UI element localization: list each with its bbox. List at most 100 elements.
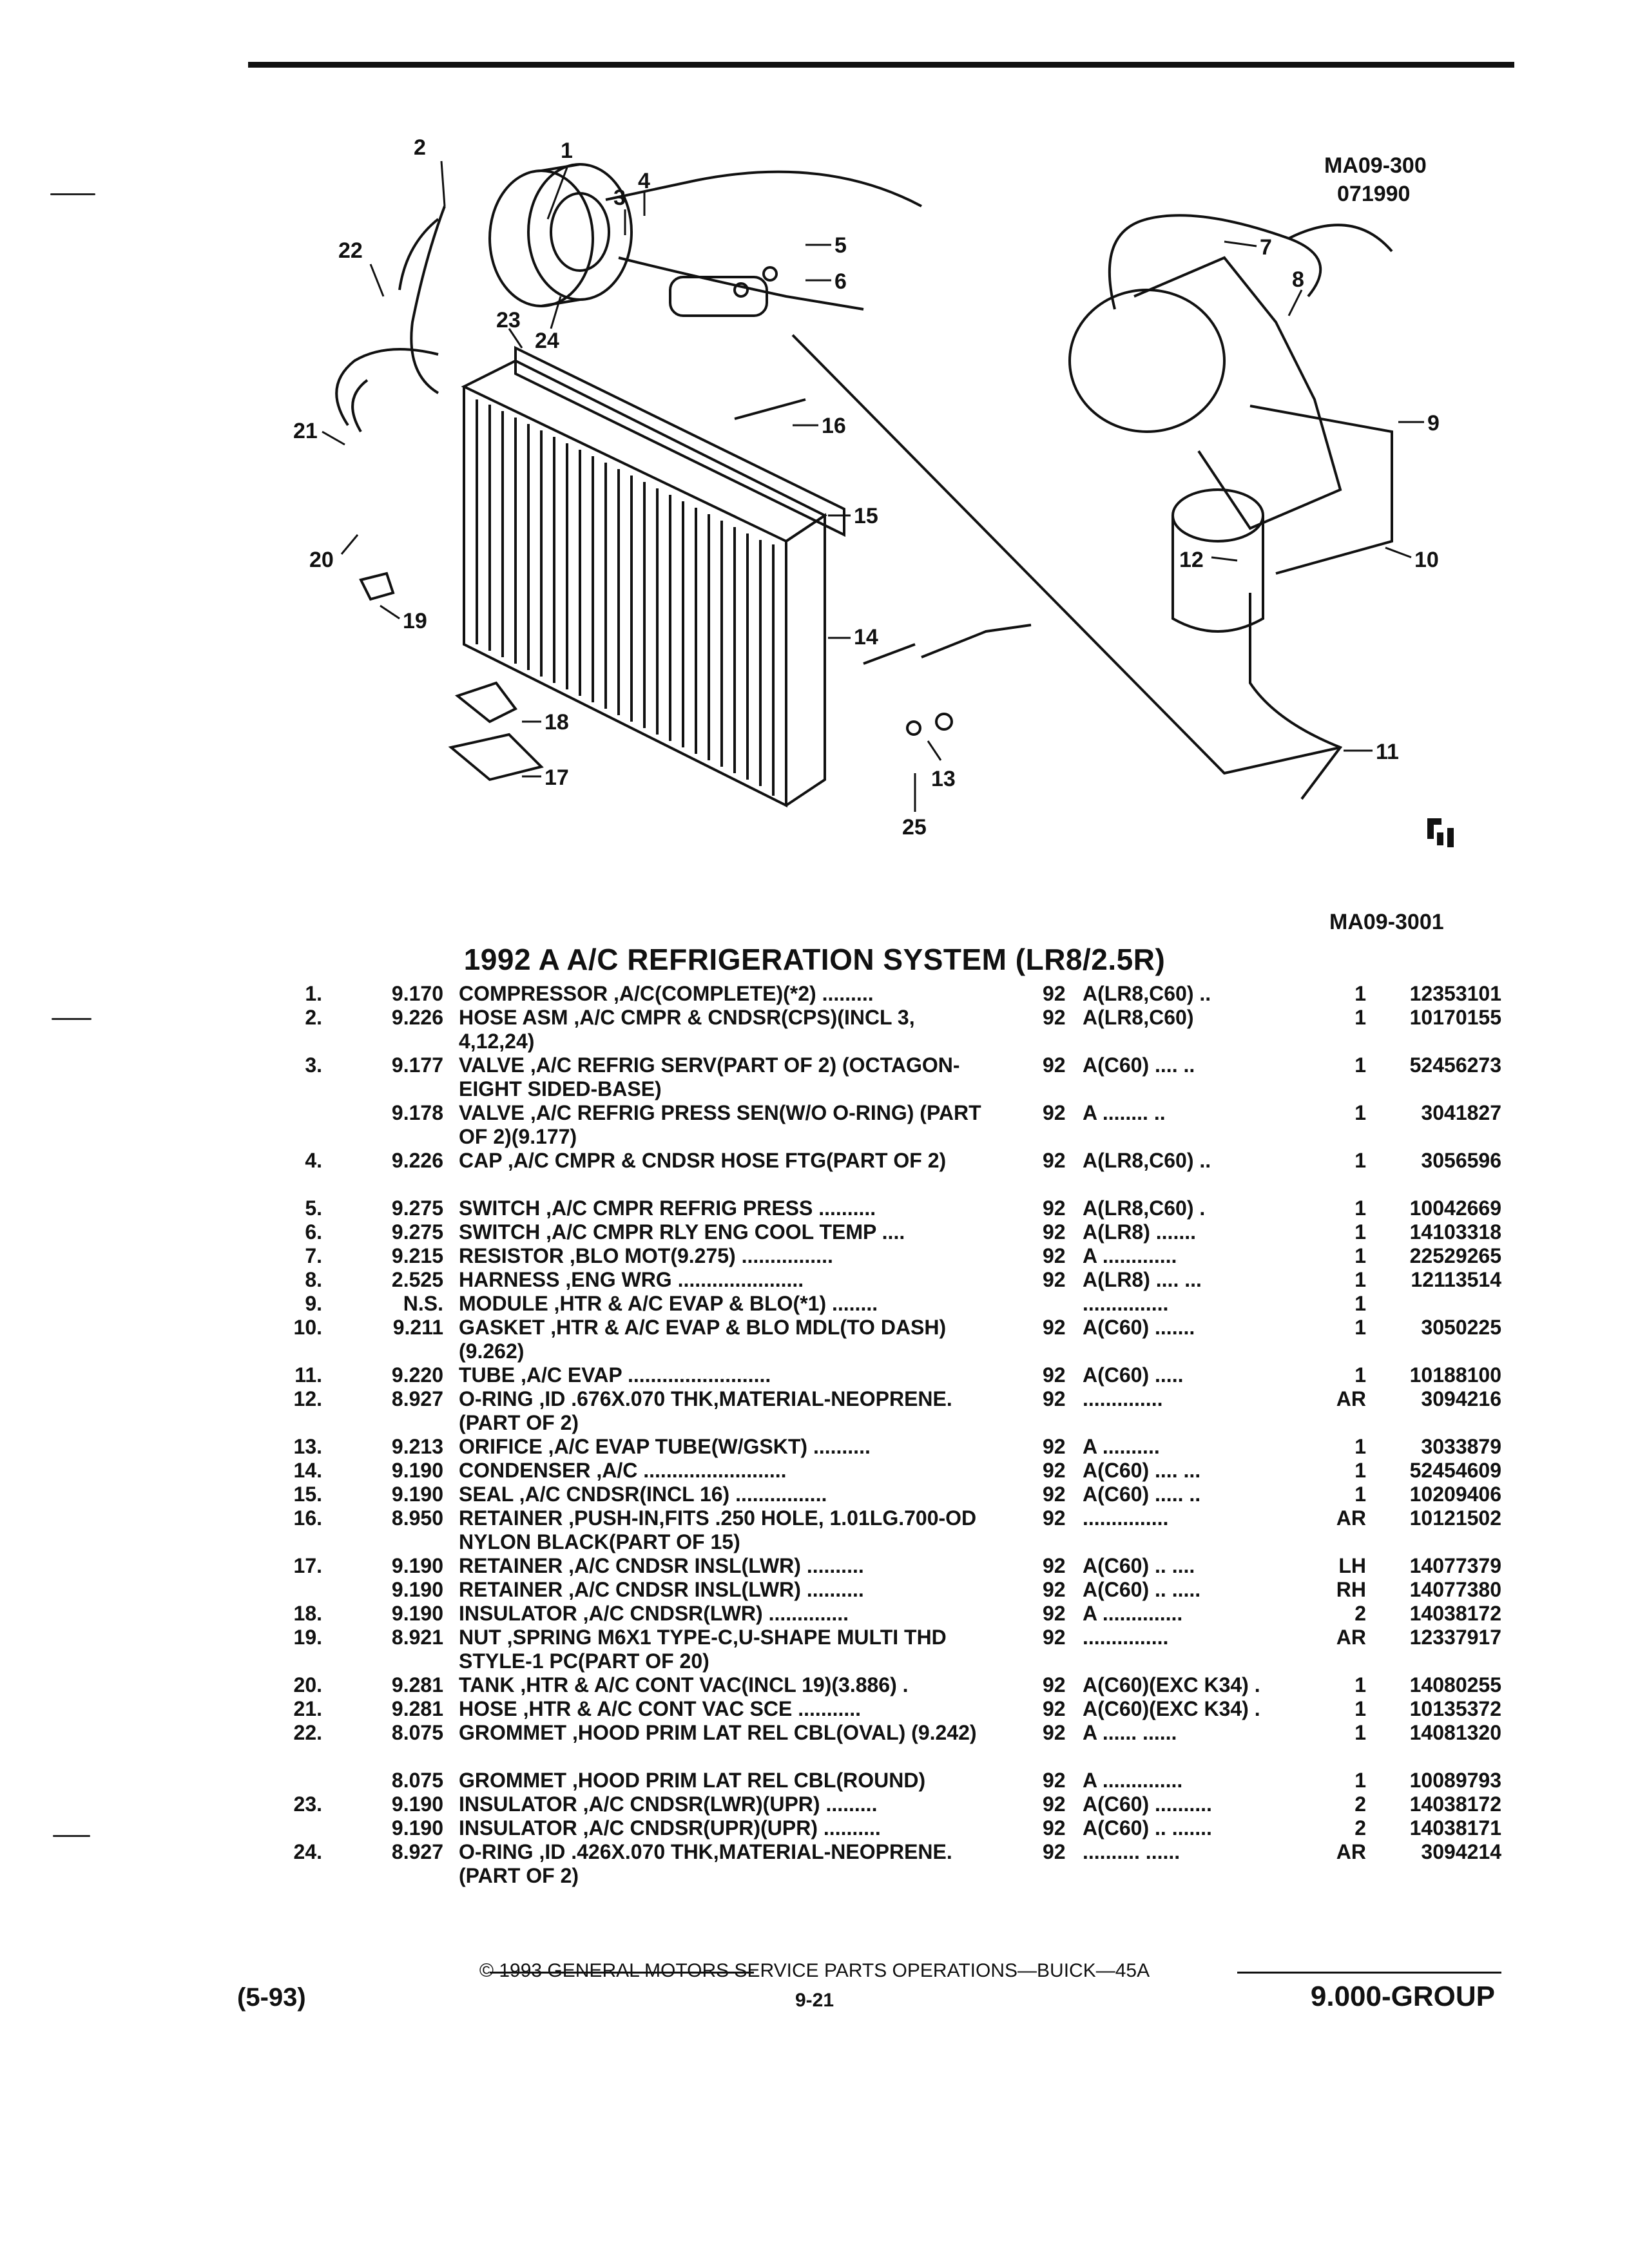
part-item-number: 6. <box>305 1220 322 1244</box>
part-group-number: 9.226 <box>391 1006 443 1029</box>
part-year: 92 <box>1043 1363 1066 1387</box>
part-model: A(LR8,C60) .. <box>1083 982 1211 1005</box>
callout-17: 17 <box>545 765 569 790</box>
part-description: TUBE ,A/C EVAP ......................... <box>459 1363 771 1387</box>
part-number: 12337917 <box>1409 1626 1501 1649</box>
part-quantity: 2 <box>1354 1602 1366 1625</box>
part-model: A ........ .. <box>1083 1101 1166 1124</box>
callout-9: 9 <box>1427 411 1440 436</box>
part-description: INSULATOR ,A/C CNDSR(LWR) .............. <box>459 1602 849 1625</box>
part-number: 14081320 <box>1409 1721 1501 1744</box>
part-description: RETAINER ,A/C CNDSR INSL(LWR) .......... <box>459 1554 864 1577</box>
part-group-number: 9.215 <box>391 1244 443 1267</box>
part-quantity: 1 <box>1354 1769 1366 1792</box>
part-description: SEAL ,A/C CNDSR(INCL 16) ...............… <box>459 1483 827 1506</box>
callout-2: 2 <box>414 135 426 160</box>
part-number: 3050225 <box>1421 1316 1501 1339</box>
part-number: 22529265 <box>1409 1244 1501 1267</box>
part-number: 52456273 <box>1409 1053 1501 1077</box>
part-quantity: 1 <box>1354 1220 1366 1244</box>
part-group-number: N.S. <box>403 1292 443 1315</box>
part-quantity: 1 <box>1354 1483 1366 1506</box>
part-description: RETAINER ,PUSH-IN,FITS .250 HOLE, 1.01LG… <box>459 1506 977 1553</box>
callout-7: 7 <box>1260 235 1272 260</box>
part-year: 92 <box>1043 1149 1066 1172</box>
part-year: 92 <box>1043 1626 1066 1649</box>
callout-3: 3 <box>613 186 626 210</box>
part-quantity: 2 <box>1354 1792 1366 1816</box>
part-model: A .............. <box>1083 1769 1183 1792</box>
part-description: O-RING ,ID .676X.070 THK,MATERIAL-NEOPRE… <box>459 1387 952 1434</box>
part-description: O-RING ,ID .426X.070 THK,MATERIAL-NEOPRE… <box>459 1840 952 1887</box>
evaporator-module-drawing <box>1068 256 1393 633</box>
part-item-number: 8. <box>305 1268 322 1291</box>
callout-21: 21 <box>293 419 318 443</box>
part-year: 92 <box>1043 1053 1066 1077</box>
callout-15: 15 <box>854 504 878 528</box>
part-year: 92 <box>1043 982 1066 1005</box>
part-group-number: 8.921 <box>391 1626 443 1649</box>
part-quantity: 1 <box>1354 1435 1366 1458</box>
part-item-number: 5. <box>305 1196 322 1220</box>
part-description: GASKET ,HTR & A/C EVAP & BLO MDL(TO DASH… <box>459 1316 947 1363</box>
part-year: 92 <box>1043 1006 1066 1029</box>
part-description: NUT ,SPRING M6X1 TYPE-C,U-SHAPE MULTI TH… <box>459 1626 947 1673</box>
part-year: 92 <box>1043 1459 1066 1482</box>
part-year: 92 <box>1043 1673 1066 1696</box>
compressor-drawing <box>410 163 922 394</box>
part-year: 92 <box>1043 1578 1066 1601</box>
part-number: 14103318 <box>1409 1220 1501 1244</box>
part-number: 14077380 <box>1409 1578 1501 1601</box>
part-number: 10135372 <box>1409 1697 1501 1720</box>
part-number: 3056596 <box>1421 1149 1501 1172</box>
part-quantity: 1 <box>1354 1363 1366 1387</box>
part-number: 12353101 <box>1409 982 1501 1005</box>
part-year: 92 <box>1043 1697 1066 1720</box>
page-title: 1992 A A/C REFRIGERATION SYSTEM (LR8/2.5… <box>463 943 1166 976</box>
part-model: A(C60) .... ... <box>1083 1459 1201 1482</box>
part-quantity: 1 <box>1354 1697 1366 1720</box>
part-quantity: 1 <box>1354 1459 1366 1482</box>
harness-drawing <box>1108 214 1322 310</box>
part-description: VALVE ,A/C REFRIG PRESS SEN(W/O O-RING) … <box>459 1101 981 1148</box>
part-model: A(LR8,C60) .. <box>1083 1149 1211 1172</box>
part-quantity: 1 <box>1354 1053 1366 1077</box>
part-group-number: 9.178 <box>391 1101 443 1124</box>
part-item-number: 9. <box>305 1292 322 1315</box>
part-model: A(C60) .. .... <box>1083 1554 1195 1577</box>
part-year: 92 <box>1043 1316 1066 1339</box>
part-number: 3041827 <box>1421 1101 1501 1124</box>
part-number: 10042669 <box>1409 1196 1501 1220</box>
part-item-number: 15. <box>293 1483 322 1506</box>
part-group-number: 8.950 <box>391 1506 443 1530</box>
part-description: INSULATOR ,A/C CNDSR(UPR)(UPR) .........… <box>459 1816 881 1840</box>
part-group-number: 9.170 <box>391 982 443 1005</box>
part-description: MODULE ,HTR & A/C EVAP & BLO(*1) .......… <box>459 1292 878 1315</box>
part-quantity: 1 <box>1354 1721 1366 1744</box>
part-group-number: 8.075 <box>391 1721 443 1744</box>
part-group-number: 9.190 <box>391 1459 443 1482</box>
part-model: A(C60) .......... <box>1083 1792 1212 1816</box>
part-quantity: AR <box>1336 1840 1366 1863</box>
part-description: GROMMET ,HOOD PRIM LAT REL CBL(OVAL) (9.… <box>459 1721 977 1744</box>
part-description: CAP ,A/C CMPR & CNDSR HOSE FTG(PART OF 2… <box>459 1149 947 1172</box>
part-number: 10089793 <box>1409 1769 1501 1792</box>
part-description: GROMMET ,HOOD PRIM LAT REL CBL(ROUND) <box>459 1769 926 1792</box>
part-model: A(LR8,C60) . <box>1083 1196 1206 1220</box>
part-model: A(C60)(EXC K34) . <box>1083 1673 1260 1696</box>
part-year: 92 <box>1043 1506 1066 1530</box>
